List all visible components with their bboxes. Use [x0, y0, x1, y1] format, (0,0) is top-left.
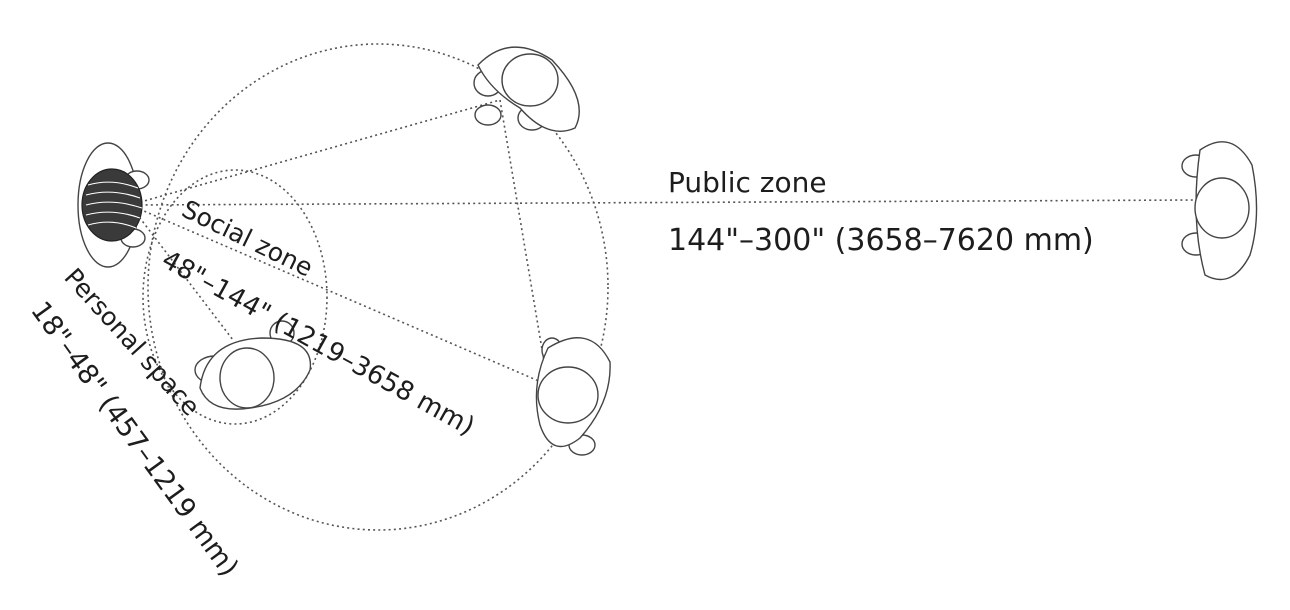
social-zone-range: 48"–144" (1219–3658 mm) — [157, 245, 480, 442]
personal-space-circle — [142, 169, 328, 425]
person-figure-lower-left — [194, 320, 312, 410]
public-zone-title: Public zone — [668, 166, 827, 199]
person-figure-far-right — [1181, 141, 1258, 281]
social-zone-circle — [147, 43, 609, 531]
sight-lines — [129, 99, 1196, 386]
public-zone-range: 144"–300" (3658–7620 mm) — [668, 223, 1094, 258]
central-person-figure — [77, 142, 150, 268]
person-figure-top — [473, 46, 580, 132]
person-figure-lower-right — [535, 337, 611, 456]
